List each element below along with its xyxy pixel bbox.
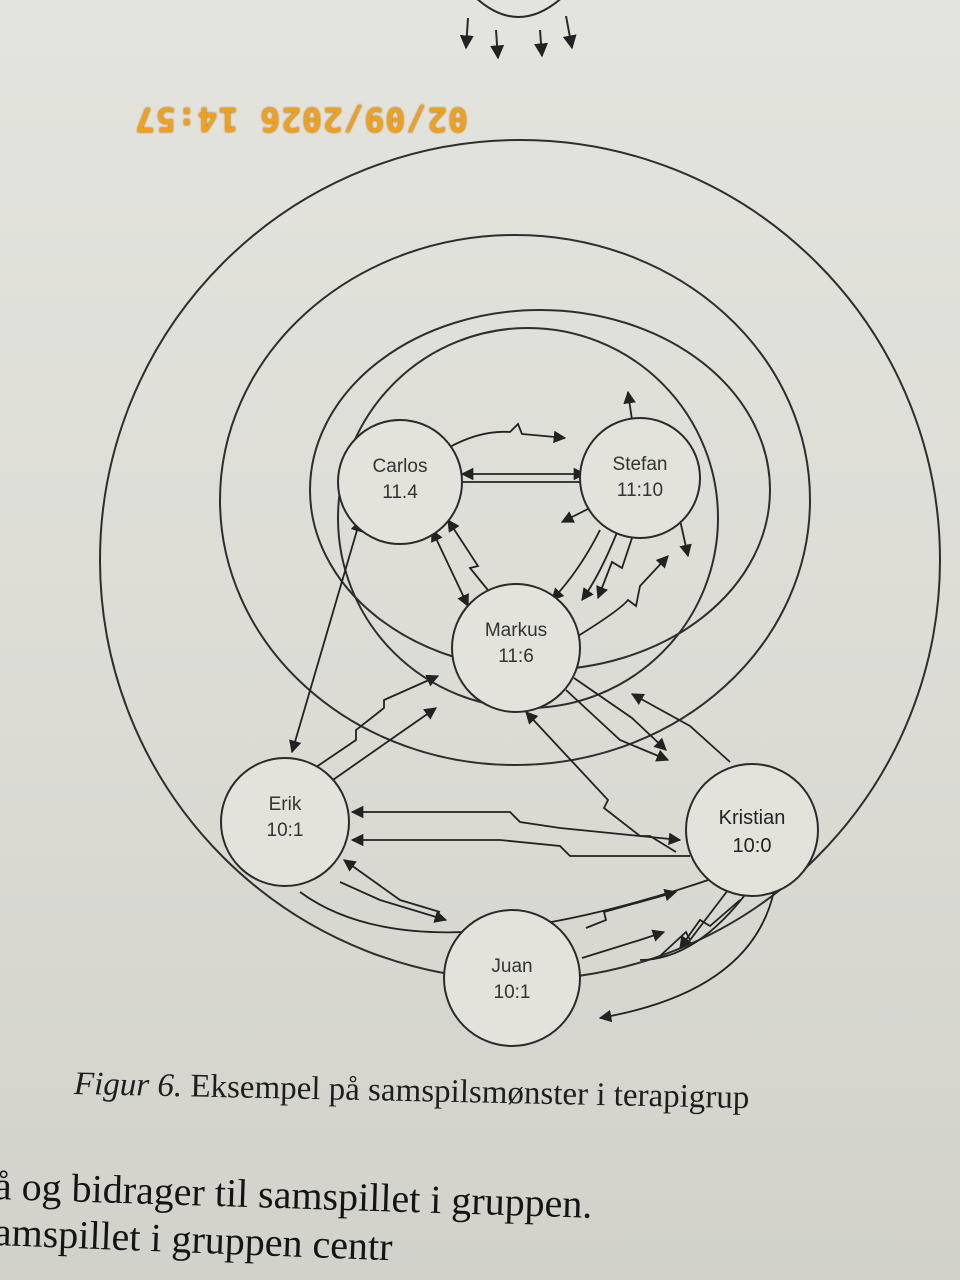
node-markus[interactable]: Markus 11:6 xyxy=(451,583,581,713)
connection-arrows xyxy=(289,390,777,1023)
node-stefan-value: 11:10 xyxy=(617,480,663,501)
node-stefan-name: Stefan xyxy=(613,454,668,475)
node-markus-value: 11:6 xyxy=(498,646,534,667)
node-kristian[interactable]: Kristian 10:0 xyxy=(685,763,819,897)
node-juan-value: 10:1 xyxy=(494,982,531,1003)
node-erik[interactable]: Erik 10:1 xyxy=(220,757,350,887)
node-carlos-name: Carlos xyxy=(373,456,428,477)
node-markus-name: Markus xyxy=(485,620,547,641)
sun-icon xyxy=(459,0,577,60)
node-carlos[interactable]: Carlos 11.4 xyxy=(337,419,463,545)
node-juan-name: Juan xyxy=(491,956,532,977)
camera-timestamp: 02/09/2026 14:57 xyxy=(134,100,468,139)
middle-ring xyxy=(219,234,811,766)
node-kristian-name: Kristian xyxy=(719,807,786,829)
figure-label: Figur 6. xyxy=(73,1066,183,1105)
node-juan[interactable]: Juan 10:1 xyxy=(443,909,581,1047)
node-erik-name: Erik xyxy=(269,794,302,815)
node-carlos-value: 11.4 xyxy=(382,482,418,503)
node-erik-value: 10:1 xyxy=(267,820,304,841)
node-stefan[interactable]: Stefan 11:10 xyxy=(579,417,701,539)
node-kristian-value: 10:0 xyxy=(733,835,772,857)
